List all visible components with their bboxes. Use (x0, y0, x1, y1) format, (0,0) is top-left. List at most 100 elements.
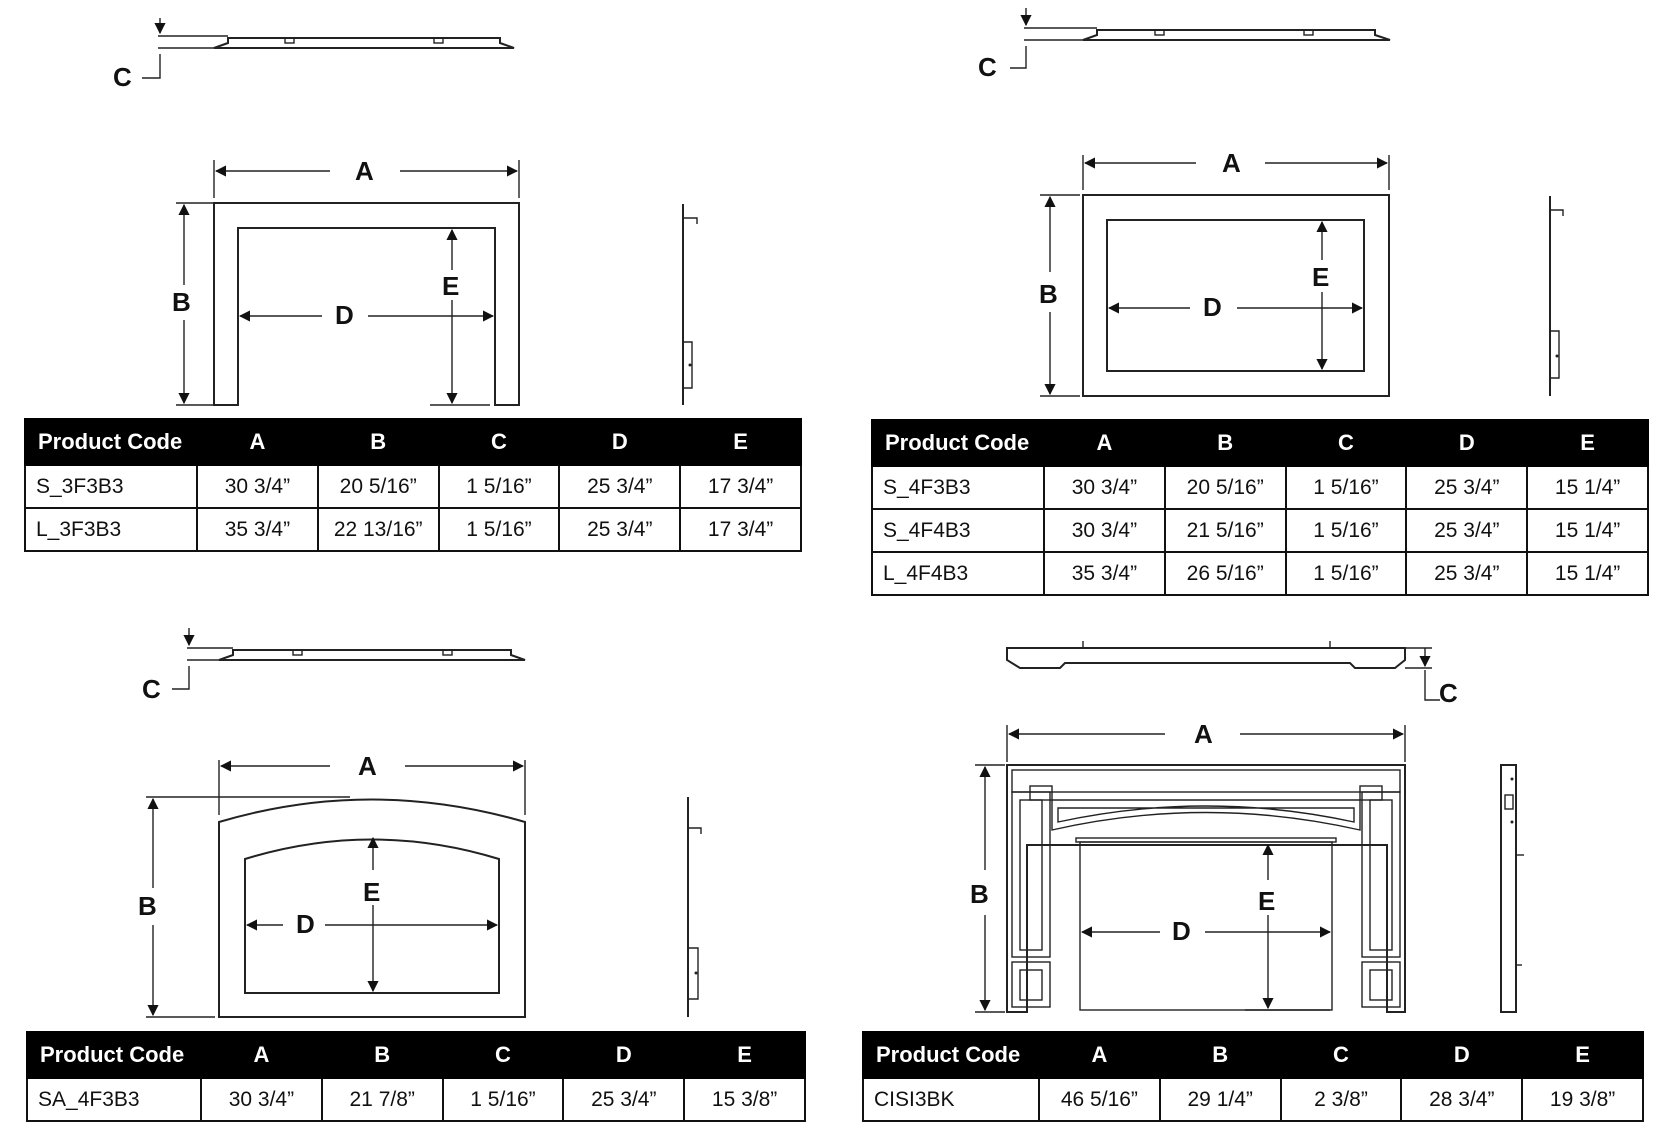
header-b: B (1158, 1031, 1282, 1079)
header-e: E (1521, 1031, 1644, 1079)
value-a: 30 3/4” (1043, 508, 1166, 553)
label-a: A (1222, 148, 1241, 178)
header-a: A (200, 1031, 323, 1079)
header-product-code: Product Code (24, 418, 198, 466)
value-a: 35 3/4” (196, 507, 319, 552)
label-c: C (978, 52, 997, 82)
value-b: 20 5/16” (316, 464, 440, 509)
label-e: E (363, 877, 380, 907)
value-e: 17 3/4” (679, 507, 802, 552)
diagram-cisi3bk: C (970, 641, 1524, 1013)
header-d: D (558, 418, 682, 466)
side-view (687, 797, 702, 1017)
value-b: 20 5/16” (1163, 465, 1287, 510)
header-a: A (1038, 1031, 1161, 1079)
label-d: D (1172, 916, 1191, 946)
table-row: L_4F4B3 35 3/4” 26 5/16” 1 5/16” 25 3/4”… (871, 551, 1649, 596)
value-d: 25 3/4” (1405, 465, 1529, 510)
top-view: C (978, 8, 1391, 82)
label-d: D (296, 909, 315, 939)
value-e: 15 1/4” (1526, 465, 1649, 510)
value-c: 1 5/16” (1284, 551, 1408, 596)
header-b: B (320, 1031, 444, 1079)
header-product-code: Product Code (871, 419, 1045, 467)
value-c: 2 3/8” (1279, 1077, 1403, 1122)
label-c: C (113, 62, 132, 92)
table-row: S_4F3B3 30 3/4” 20 5/16” 1 5/16” 25 3/4”… (871, 465, 1649, 510)
header-e: E (679, 418, 802, 466)
value-b: 21 5/16” (1163, 508, 1287, 553)
label-b: B (172, 287, 191, 317)
front-view: A B D E (172, 156, 520, 406)
label-e: E (442, 271, 459, 301)
label-d: D (1203, 292, 1222, 322)
value-d: 25 3/4” (558, 464, 682, 509)
label-b: B (970, 879, 989, 909)
value-e: 17 3/4” (679, 464, 802, 509)
header-c: C (441, 1031, 565, 1079)
header-d: D (1400, 1031, 1524, 1079)
value-d: 25 3/4” (558, 507, 682, 552)
label-a: A (1194, 719, 1213, 749)
spec-table-sa-4f3b3: Product Code A B C D E SA_4F3B3 30 3/4” … (26, 1031, 806, 1122)
side-view (1500, 764, 1524, 1013)
label-a: A (355, 156, 374, 186)
value-b: 26 5/16” (1163, 551, 1287, 596)
value-b: 22 13/16” (316, 507, 440, 552)
header-e: E (683, 1031, 806, 1079)
label-b: B (1039, 279, 1058, 309)
header-d: D (562, 1031, 686, 1079)
header-c: C (1284, 419, 1408, 467)
product-code: S_4F3B3 (871, 465, 1045, 510)
value-d: 25 3/4” (1405, 508, 1529, 553)
header-a: A (196, 418, 319, 466)
table-row: SA_4F3B3 30 3/4” 21 7/8” 1 5/16” 25 3/4”… (26, 1077, 806, 1122)
top-view: C (113, 18, 515, 92)
header-product-code: Product Code (26, 1031, 202, 1079)
spec-table-4f3b3: Product Code A B C D E S_4F3B3 30 3/4” 2… (871, 419, 1649, 596)
label-c: C (1439, 678, 1458, 708)
value-e: 15 1/4” (1526, 508, 1649, 553)
top-view: C (1006, 641, 1458, 708)
product-code: L_4F4B3 (871, 551, 1045, 596)
table-row: S_3F3B3 30 3/4” 20 5/16” 1 5/16” 25 3/4”… (24, 464, 802, 509)
product-code: S_3F3B3 (24, 464, 198, 509)
header-c: C (1279, 1031, 1403, 1079)
value-c: 1 5/16” (1284, 508, 1408, 553)
header-product-code: Product Code (862, 1031, 1040, 1079)
product-code: S_4F4B3 (871, 508, 1045, 553)
spec-table-cisi3bk: Product Code A B C D E CISI3BK 46 5/16” … (862, 1031, 1644, 1122)
value-a: 30 3/4” (196, 464, 319, 509)
label-d: D (335, 300, 354, 330)
value-a: 30 3/4” (200, 1077, 323, 1122)
value-a: 30 3/4” (1043, 465, 1166, 510)
value-c: 1 5/16” (441, 1077, 565, 1122)
product-code: SA_4F3B3 (26, 1077, 202, 1122)
spec-table-3f3b3: Product Code A B C D E S_3F3B3 30 3/4” 2… (24, 418, 802, 552)
label-e: E (1312, 262, 1329, 292)
table-row: CISI3BK 46 5/16” 29 1/4” 2 3/8” 28 3/4” … (862, 1077, 1644, 1122)
diagram-3f3b3: C A B D E (113, 18, 698, 406)
label-e: E (1258, 886, 1275, 916)
value-a: 46 5/16” (1038, 1077, 1161, 1122)
header-e: E (1526, 419, 1649, 467)
header-b: B (316, 418, 440, 466)
value-d: 25 3/4” (1405, 551, 1529, 596)
diagram-4f3b3: C A B D E (978, 8, 1564, 397)
value-c: 1 5/16” (1284, 465, 1408, 510)
value-a: 35 3/4” (1043, 551, 1166, 596)
value-c: 1 5/16” (437, 464, 561, 509)
label-c: C (142, 674, 161, 704)
label-a: A (358, 751, 377, 781)
front-view: A B D E (138, 751, 526, 1018)
value-d: 28 3/4” (1400, 1077, 1524, 1122)
value-c: 1 5/16” (437, 507, 561, 552)
value-d: 25 3/4” (562, 1077, 686, 1122)
value-e: 15 3/8” (683, 1077, 806, 1122)
diagram-sa-4f3b3: C A B D E (138, 628, 702, 1018)
value-b: 21 7/8” (320, 1077, 444, 1122)
front-view: A B D E (1039, 148, 1390, 397)
top-view: C (142, 628, 526, 704)
product-code: CISI3BK (862, 1077, 1040, 1122)
